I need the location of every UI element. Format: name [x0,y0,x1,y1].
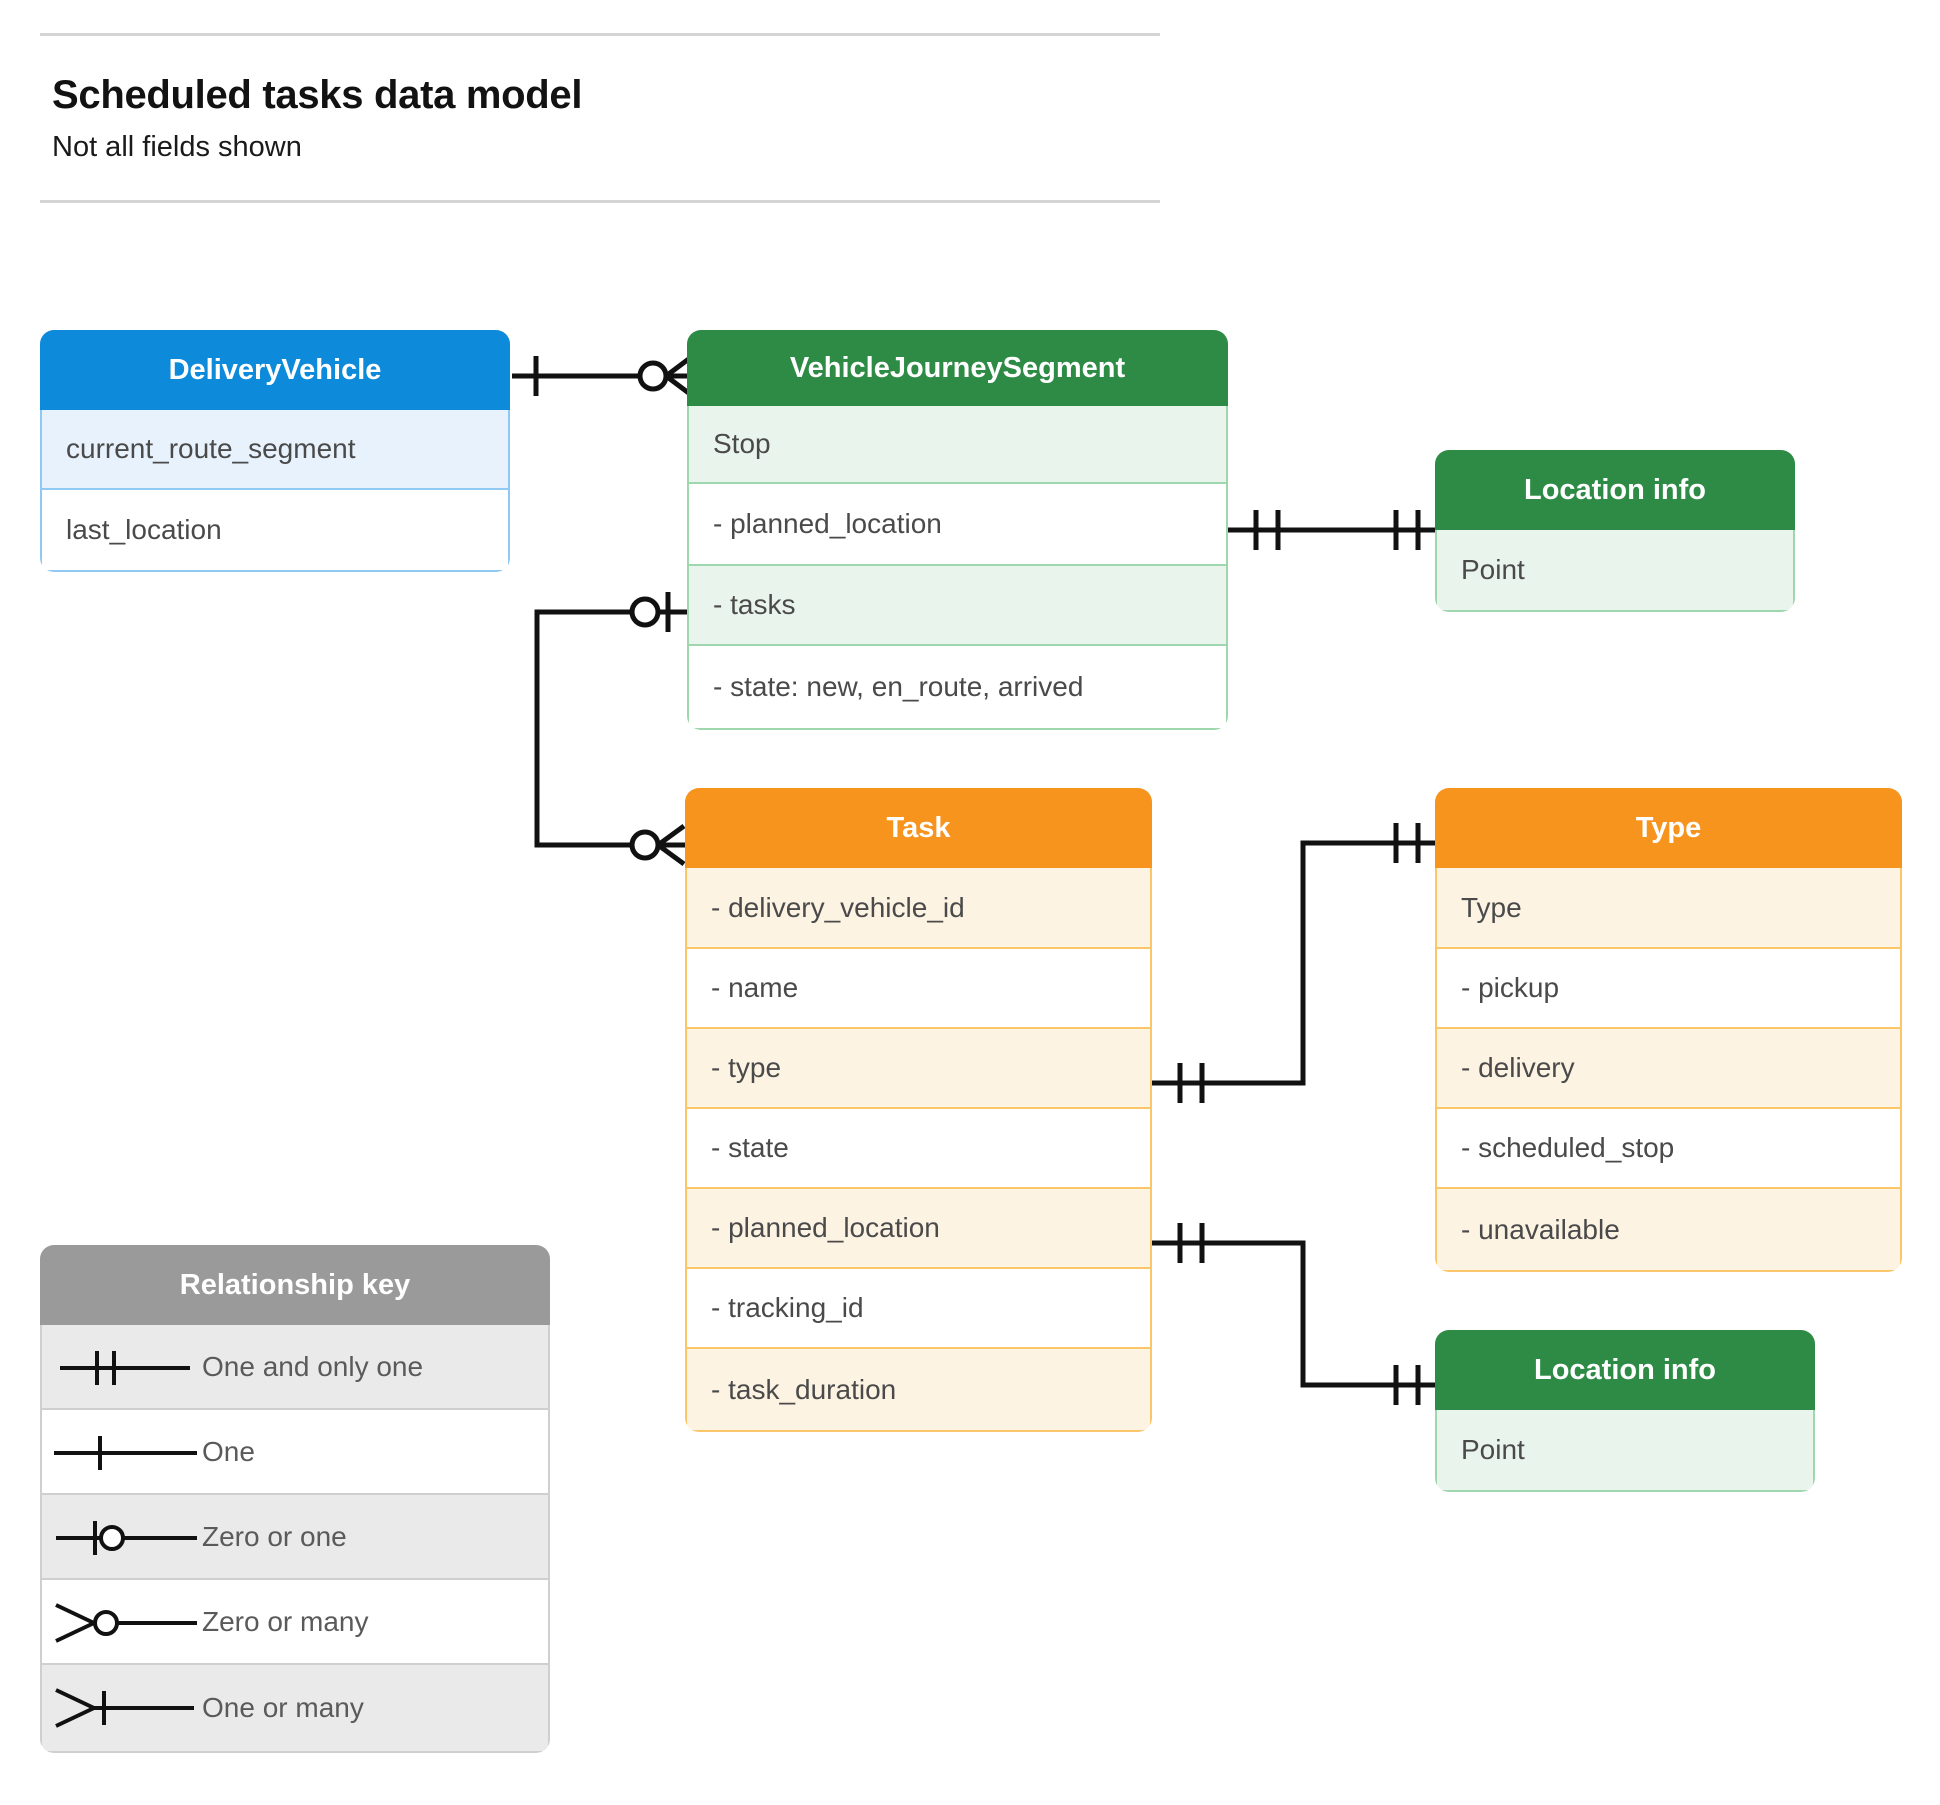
legend-item-one-and-only-one: One and only one [42,1325,548,1410]
field-task-planned-location: - planned_location [687,1189,1150,1269]
field-point-top: Point [1437,530,1793,610]
field-delivery-vehicle-id: - delivery_vehicle_id [687,868,1150,949]
field-task-state: - state [687,1109,1150,1189]
field-type-pickup: - pickup [1437,949,1900,1029]
zero-or-one-icon [42,1495,202,1578]
relationship-key-body: One and only one One [40,1325,550,1753]
field-tasks: - tasks [689,566,1226,646]
field-type-value: Type [1437,868,1900,949]
entity-type[interactable]: Type Type - pickup - delivery - schedule… [1435,788,1902,1272]
zero-or-many-icon [42,1580,202,1663]
legend-item-one: One [42,1410,548,1495]
legend-label-zero-or-one: Zero or one [202,1520,347,1552]
entity-delivery-vehicle[interactable]: DeliveryVehicle current_route_segment la… [40,330,510,572]
field-tracking-id: - tracking_id [687,1269,1150,1349]
field-state: - state: new, en_route, arrived [689,646,1226,728]
entity-task[interactable]: Task - delivery_vehicle_id - name - type… [685,788,1152,1432]
relationship-key-legend: Relationship key One and only one [40,1245,550,1753]
field-point-bottom: Point [1437,1410,1813,1490]
field-stop: Stop [689,406,1226,484]
entity-vehicle-journey-segment-body: Stop - planned_location - tasks - state:… [687,406,1228,730]
relationship-key-title: Relationship key [40,1245,550,1325]
entity-type-body: Type - pickup - delivery - scheduled_sto… [1435,868,1902,1272]
field-current-route-segment: current_route_segment [42,410,508,490]
field-type-scheduled-stop: - scheduled_stop [1437,1109,1900,1189]
legend-item-one-or-many: One or many [42,1665,548,1751]
entity-location-info-bottom-body: Point [1435,1410,1815,1492]
one-or-many-icon [42,1665,202,1751]
entity-location-info-top-title: Location info [1435,450,1795,530]
entity-delivery-vehicle-title: DeliveryVehicle [40,330,510,410]
field-last-location: last_location [42,490,508,570]
one-and-only-one-icon [42,1325,202,1408]
entity-delivery-vehicle-body: current_route_segment last_location [40,410,510,572]
field-planned-location: - planned_location [689,484,1226,566]
entity-vehicle-journey-segment[interactable]: VehicleJourneySegment Stop - planned_loc… [687,330,1228,730]
entity-location-info-top-body: Point [1435,530,1795,612]
field-type-unavailable: - unavailable [1437,1189,1900,1270]
legend-label-one-or-many: One or many [202,1692,364,1723]
field-type-delivery: - delivery [1437,1029,1900,1109]
field-task-type: - type [687,1029,1150,1109]
legend-item-zero-or-many: Zero or many [42,1580,548,1665]
field-task-name: - name [687,949,1150,1029]
header-divider-bottom [40,200,1160,203]
entity-location-info-bottom-title: Location info [1435,1330,1815,1410]
entity-location-info-top[interactable]: Location info Point [1435,450,1795,612]
page-title: Scheduled tasks data model [52,73,583,117]
field-task-duration: - task_duration [687,1349,1150,1430]
entity-vehicle-journey-segment-title: VehicleJourneySegment [687,330,1228,406]
legend-label-one: One [202,1435,255,1467]
entity-task-body: - delivery_vehicle_id - name - type - st… [685,868,1152,1432]
header-divider-top [40,33,1160,36]
page-subtitle: Not all fields shown [52,131,302,163]
legend-item-zero-or-one: Zero or one [42,1495,548,1580]
entity-task-title: Task [685,788,1152,868]
legend-label-one-and-only-one: One and only one [202,1350,424,1382]
entity-type-title: Type [1435,788,1902,868]
legend-label-zero-or-many: Zero or many [202,1605,369,1637]
one-icon [42,1410,202,1493]
entity-location-info-bottom[interactable]: Location info Point [1435,1330,1815,1492]
